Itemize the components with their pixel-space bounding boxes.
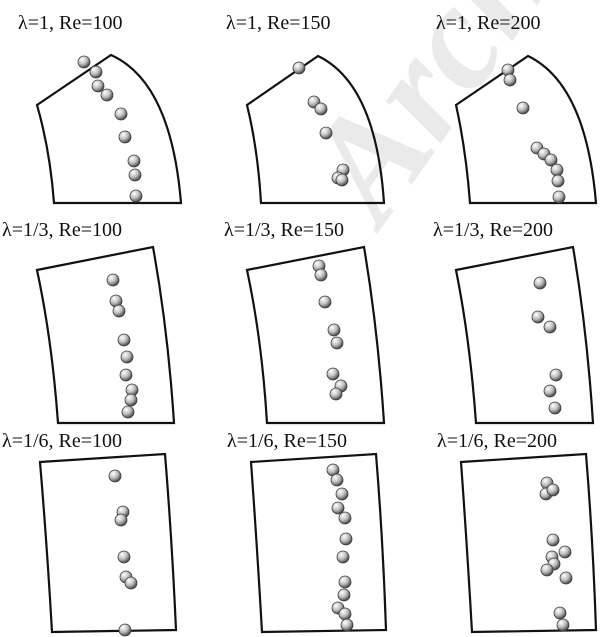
particle [117,550,131,564]
particle [556,618,570,632]
panel-label-2: λ=1, Re=150 [226,12,331,34]
particle [336,550,350,564]
particle [89,65,103,79]
particle [330,473,344,487]
particle [533,276,547,290]
particle [100,88,114,102]
particle [124,393,138,407]
duct-outline-1 [35,53,183,205]
particle [114,107,128,121]
particle [337,588,351,602]
particle [338,511,352,525]
duct-outline-2 [245,54,386,205]
duct-outline-6 [454,245,595,425]
particle [314,102,328,116]
particle [127,154,141,168]
panel-label-5: λ=1/3, Re=150 [224,219,345,241]
panel-label-9: λ=1/6, Re=200 [437,430,558,452]
particle [119,368,133,382]
particle [114,513,128,527]
particle [326,367,340,381]
particle [531,310,545,324]
duct-outline-7 [38,452,178,634]
panel-label-7: λ=1/6, Re=100 [2,430,123,452]
particle [540,563,554,577]
particles-layer [77,55,573,637]
particle [549,368,563,382]
particle [124,576,138,590]
particle [550,163,564,177]
particle [340,618,354,632]
particle [330,336,344,350]
particle [108,469,122,483]
panel-label-3: λ=1, Re=200 [436,12,541,34]
duct-outline-9 [459,452,598,634]
duct-outline-4 [35,245,176,425]
particle [338,607,352,621]
particle-group-3 [501,63,566,204]
particle [292,61,306,75]
particle [319,126,333,140]
particle-group-4 [106,273,139,419]
particle-group-7 [108,469,138,637]
particle [548,401,562,415]
particle [516,101,530,115]
particle [77,55,91,69]
particle [318,295,332,309]
particle [543,384,557,398]
particle [120,350,134,364]
particle [546,483,560,497]
particle [503,73,517,87]
particle [112,304,126,318]
particle [129,189,143,203]
duct-outline-8 [249,452,388,634]
particle [335,173,349,187]
particle [335,487,349,501]
particle [558,545,572,559]
particle [106,273,120,287]
particle [546,533,560,547]
panel-label-4: λ=1/3, Re=100 [2,219,123,241]
particle [329,387,343,401]
particle-group-9 [539,476,573,632]
particle [559,571,573,585]
particle-group-5 [312,259,348,401]
particle [128,168,142,182]
particle [331,501,345,515]
particle-group-1 [77,55,143,203]
particle-group-6 [531,276,563,415]
particle-group-8 [326,463,354,632]
particle [91,79,105,93]
particle-group-2 [292,61,350,187]
particle [543,320,557,334]
particle [553,606,567,620]
panel-label-8: λ=1/6, Re=150 [227,430,348,452]
particle [121,405,135,419]
particle [327,323,341,337]
panel-label-6: λ=1/3, Re=200 [433,219,554,241]
panel-label-1: λ=1, Re=100 [18,12,123,34]
particle [552,190,566,204]
particle [338,575,352,589]
particle [314,268,328,282]
particle [544,153,558,167]
duct-outline-5 [245,245,386,425]
particle [339,532,353,546]
particle [118,130,132,144]
particle [118,623,132,637]
duct-outline-3 [454,54,598,205]
particle [551,174,565,188]
particle [117,333,131,347]
